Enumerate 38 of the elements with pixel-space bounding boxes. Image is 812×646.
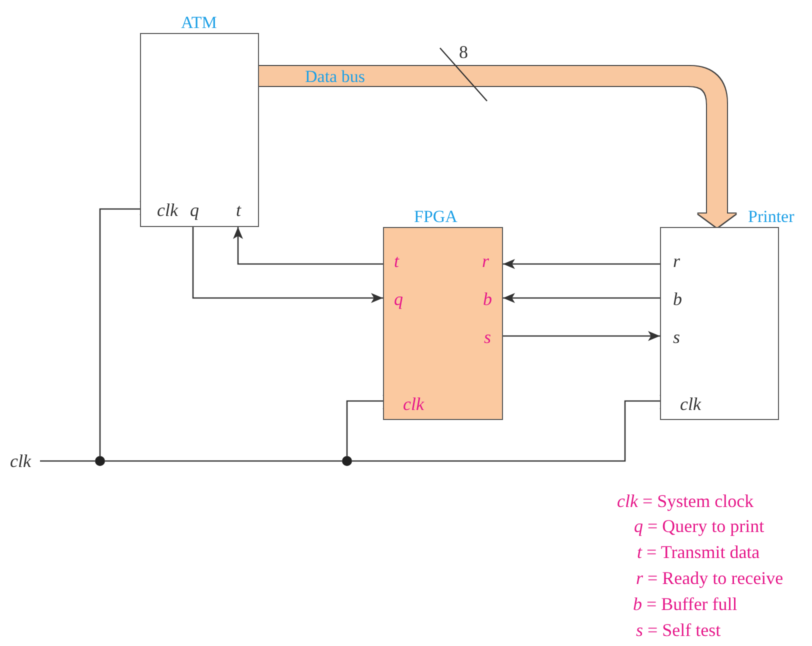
pin-label: t	[394, 252, 400, 270]
wire	[99, 208, 140, 456]
pin-label: r	[673, 252, 680, 270]
signal-name: clk	[10, 452, 31, 470]
wire	[346, 400, 383, 456]
data-bus-arrow	[259, 66, 736, 228]
device-title: ATM	[181, 14, 217, 31]
junction-dot	[95, 456, 105, 466]
pin-label: clk	[403, 395, 424, 413]
legend-entry: q = Query to print	[634, 517, 764, 535]
pin-label: q	[190, 201, 199, 219]
arrow	[503, 293, 660, 303]
pin-label: b	[673, 290, 682, 308]
wire	[40, 460, 95, 462]
junction-dot	[342, 456, 352, 466]
legend-entry: t = Transmit data	[637, 543, 760, 561]
pin-label: s	[484, 328, 492, 346]
pin-label: r	[482, 252, 490, 270]
bus-width-label: 8	[459, 43, 468, 61]
arrow	[503, 259, 660, 269]
device-title: Printer	[748, 208, 794, 225]
wire	[105, 460, 342, 462]
legend-entry: b = Buffer full	[633, 595, 738, 613]
wire	[352, 400, 660, 462]
pin-label: q	[394, 290, 403, 308]
pin-label: clk	[680, 395, 701, 413]
arrow	[503, 331, 660, 341]
edge-label: Data bus	[305, 68, 365, 85]
pin-label: clk	[157, 201, 178, 219]
arrow	[233, 227, 383, 265]
pin-label: s	[673, 328, 680, 346]
legend-entry: r = Ready to receive	[636, 569, 784, 587]
device-title: FPGA	[414, 208, 458, 225]
legend-entry: clk = System clock	[617, 492, 754, 510]
pin-label: t	[236, 201, 242, 219]
legend-entry: s = Self test	[636, 621, 721, 639]
arrow	[192, 227, 383, 303]
pin-label: b	[483, 290, 492, 308]
